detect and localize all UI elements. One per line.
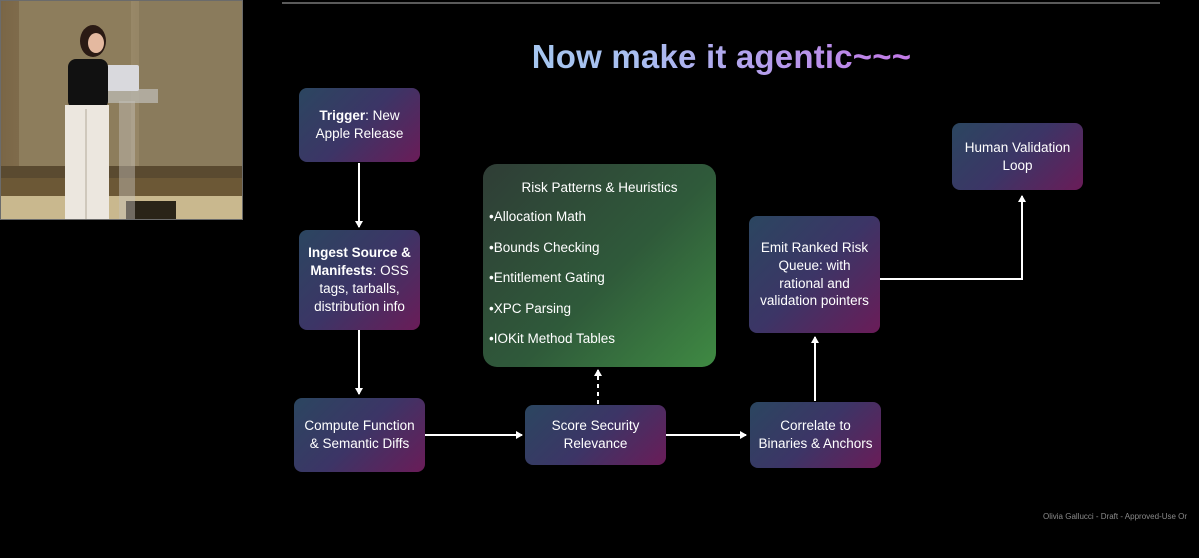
node-ingest-bold: Ingest Source & Manifests <box>308 245 411 279</box>
node-correlate: Correlate to Binaries & Anchors <box>750 402 881 468</box>
node-trigger: Trigger: New Apple Release <box>299 88 420 162</box>
speaker-video-inset <box>0 0 243 220</box>
node-ingest-text: : OSS tags, tarballs, distribution info <box>314 263 409 314</box>
risk-pattern-item: •XPC Parsing <box>489 300 572 316</box>
node-trigger-bold: Trigger <box>319 108 366 124</box>
node-emit: Emit Ranked Risk Queue: with rational an… <box>749 216 880 333</box>
risk-pattern-item: •Allocation Math <box>489 209 587 224</box>
slide-title: Now make it agentic~~~ <box>300 38 1143 76</box>
risk-pattern-item: •Entitlement Gating <box>489 270 605 285</box>
risk-pattern-item: •IOKit Method Tables <box>489 331 616 346</box>
node-trigger-text: : New Apple Release <box>315 108 404 141</box>
node-score: Score Security Relevance <box>525 405 666 465</box>
node-score-text: Score Security Relevance <box>551 418 640 451</box>
speaker-video-image <box>1 1 242 219</box>
arrow-emit-to-human <box>880 195 1026 280</box>
risk-patterns-box: Risk Patterns & Heuristics •Allocation M… <box>483 164 716 367</box>
top-divider <box>282 2 1160 4</box>
node-compute: Compute Function & Semantic Diffs <box>294 398 425 472</box>
node-ingest: Ingest Source & Manifests: OSS tags, tar… <box>299 230 420 330</box>
node-human-text: Human Validation Loop <box>964 139 1071 173</box>
risk-patterns-title: Risk Patterns & Heuristics <box>521 180 678 195</box>
risk-pattern-item: •Bounds Checking <box>489 239 600 255</box>
node-compute-text: Compute Function & Semantic Diffs <box>304 418 415 451</box>
node-correlate-text: Correlate to Binaries & Anchors <box>758 418 873 451</box>
risk-patterns-list: •Allocation Math •Bounds Checking •Entit… <box>489 209 710 362</box>
node-emit-text: Emit Ranked Risk Queue: with rational an… <box>760 239 869 309</box>
node-human: Human Validation Loop <box>952 123 1083 190</box>
slide-footer: Olivia Gallucci - Draft - Approved-Use O… <box>1043 512 1188 521</box>
